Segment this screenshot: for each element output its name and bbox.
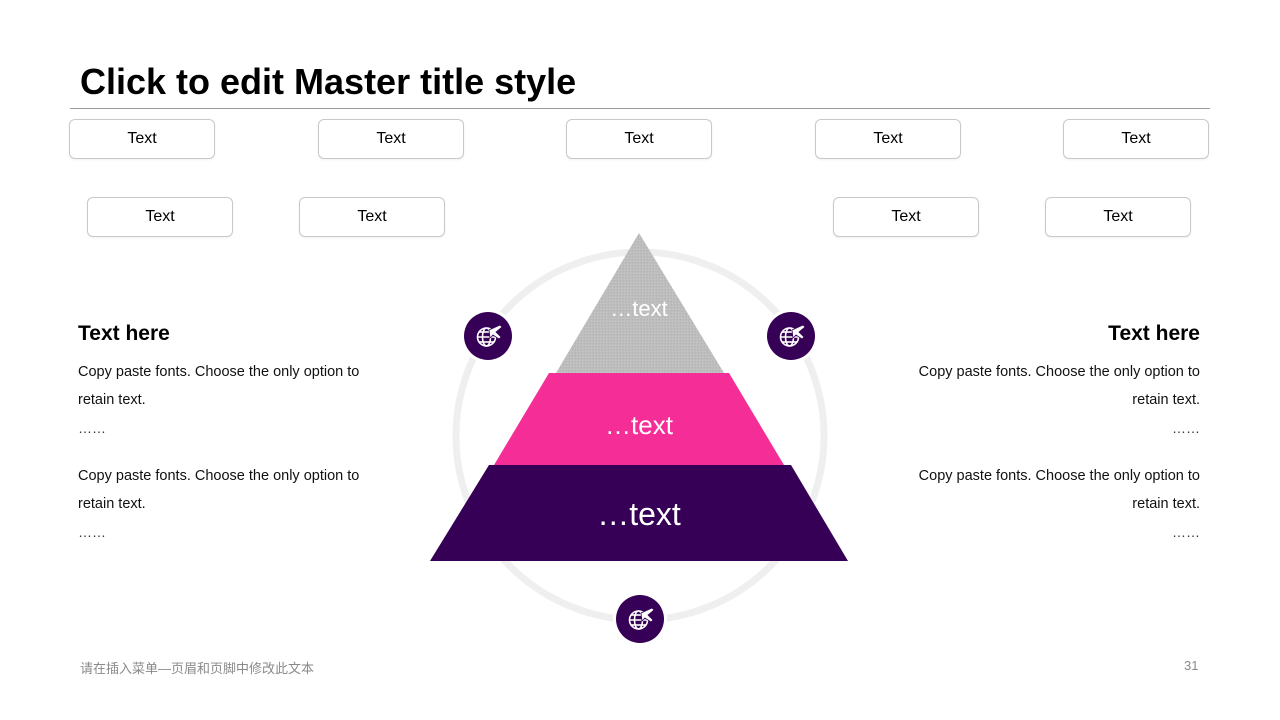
- page-number: 31: [1184, 658, 1199, 673]
- text-box-6[interactable]: Text: [87, 197, 233, 237]
- pyramid-tier-top[interactable]: [556, 233, 724, 373]
- text-box-9[interactable]: Text: [1045, 197, 1191, 237]
- left-ellipsis-2: ……: [78, 524, 106, 540]
- right-paragraph-2[interactable]: Copy paste fonts. Choose the only option…: [918, 468, 1200, 512]
- text-box-8[interactable]: Text: [833, 197, 979, 237]
- right-ellipsis-2: ……: [1172, 524, 1200, 540]
- pyramid-tier-bottom[interactable]: [430, 465, 848, 561]
- left-text-panel: Text here Copy paste fonts. Choose the o…: [78, 320, 388, 546]
- globe-plane-icon[interactable]: [613, 592, 667, 646]
- right-text-panel: Text here Copy paste fonts. Choose the o…: [890, 320, 1200, 546]
- globe-plane-icon[interactable]: [461, 309, 515, 363]
- tier-bottom-label: …text: [597, 496, 681, 532]
- right-ellipsis-1: ……: [1172, 420, 1200, 436]
- text-box-1[interactable]: Text: [69, 119, 215, 159]
- text-box-4[interactable]: Text: [815, 119, 961, 159]
- left-paragraph-1[interactable]: Copy paste fonts. Choose the only option…: [78, 364, 360, 408]
- title-divider: [70, 108, 1210, 109]
- right-paragraph-1[interactable]: Copy paste fonts. Choose the only option…: [918, 364, 1200, 408]
- footer-text[interactable]: 请在插入菜单—页眉和页脚中修改此文本: [80, 661, 315, 676]
- left-heading[interactable]: Text here: [78, 322, 170, 345]
- text-box-5[interactable]: Text: [1063, 119, 1209, 159]
- text-box-7[interactable]: Text: [299, 197, 445, 237]
- text-box-2[interactable]: Text: [318, 119, 464, 159]
- tier-top-label: …text: [610, 296, 667, 321]
- tier-middle-label: …text: [605, 410, 674, 440]
- right-heading[interactable]: Text here: [1108, 322, 1200, 345]
- left-ellipsis-1: ……: [78, 420, 106, 436]
- pyramid-tier-middle[interactable]: [494, 373, 784, 465]
- left-paragraph-2[interactable]: Copy paste fonts. Choose the only option…: [78, 468, 360, 512]
- globe-plane-icon[interactable]: [764, 309, 818, 363]
- text-box-3[interactable]: Text: [566, 119, 712, 159]
- slide-title[interactable]: Click to edit Master title style: [80, 61, 577, 102]
